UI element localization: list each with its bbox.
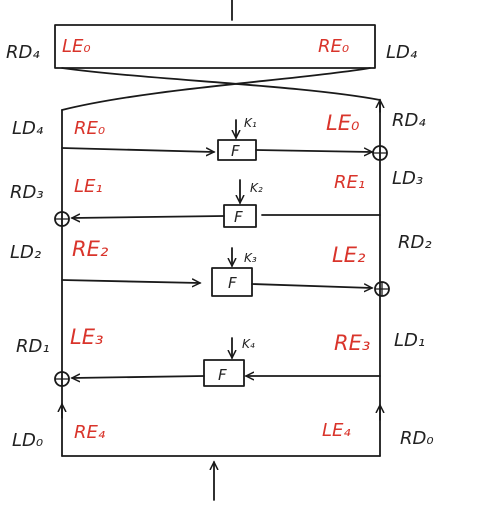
r3-left-inner-label: RE₂	[72, 237, 109, 261]
r2-left-inner-label: LE₁	[74, 176, 103, 197]
r2-right-outer-label: LD₃	[392, 168, 423, 189]
round4-key-label: K₄	[242, 337, 255, 351]
round1-input-arrow	[61, 147, 214, 152]
round4-xor-icon	[54, 371, 70, 387]
r3-right-outer-label: RD₂	[398, 232, 432, 253]
r4-left-outer-label: RD₁	[16, 336, 50, 357]
swap-line-1	[61, 67, 381, 101]
r3-left-outer-label: LD₂	[10, 242, 41, 263]
round3-input-arrow	[61, 280, 200, 283]
top-left-outer-label: RD₄	[6, 42, 40, 63]
r5-right-outer-label: RD₀	[400, 428, 434, 449]
r1-right-outer-label: RD₄	[392, 110, 426, 131]
round4-f-box	[203, 359, 245, 387]
r5-left-inner-label: RE₄	[74, 422, 106, 443]
r1-left-inner-label: RE₀	[74, 118, 105, 139]
top-right-outer-label: LD₄	[386, 42, 418, 63]
round2-f-label: F	[234, 208, 243, 226]
r1-right-inner-label: LE₀	[326, 111, 360, 135]
r3-right-inner-label: LE₂	[332, 243, 366, 267]
round1-xor-icon	[372, 145, 388, 161]
round3-output-arrow	[251, 284, 372, 288]
top-register-box	[54, 24, 376, 69]
r5-right-inner-label: LE₄	[322, 420, 351, 441]
top-box-left-label: LE₀	[62, 36, 91, 57]
r1-left-outer-label: LD₄	[12, 118, 44, 139]
r4-right-inner-label: RE₃	[334, 331, 370, 355]
round3-f-box	[211, 267, 253, 297]
r5-left-outer-label: LD₀	[12, 430, 43, 451]
round1-f-label: F	[231, 142, 240, 160]
round3-f-label: F	[228, 274, 237, 292]
top-box-right-label: RE₀	[318, 36, 349, 57]
swap-line-2	[61, 67, 371, 111]
round1-output-arrow	[255, 150, 372, 152]
round4-output-arrow	[72, 376, 205, 378]
round3-key-label: K₃	[244, 251, 257, 265]
r4-right-outer-label: LD₁	[394, 330, 425, 351]
round3-xor-icon	[374, 281, 390, 297]
round2-output-arrow	[72, 216, 225, 218]
round1-key-label: K₁	[244, 116, 257, 130]
round4-f-label: F	[218, 366, 227, 384]
round2-xor-icon	[54, 211, 70, 227]
r4-left-inner-label: LE₃	[70, 325, 103, 349]
r2-right-inner-label: RE₁	[334, 172, 365, 193]
r2-left-outer-label: RD₃	[10, 182, 44, 203]
round2-key-label: K₂	[250, 181, 263, 195]
